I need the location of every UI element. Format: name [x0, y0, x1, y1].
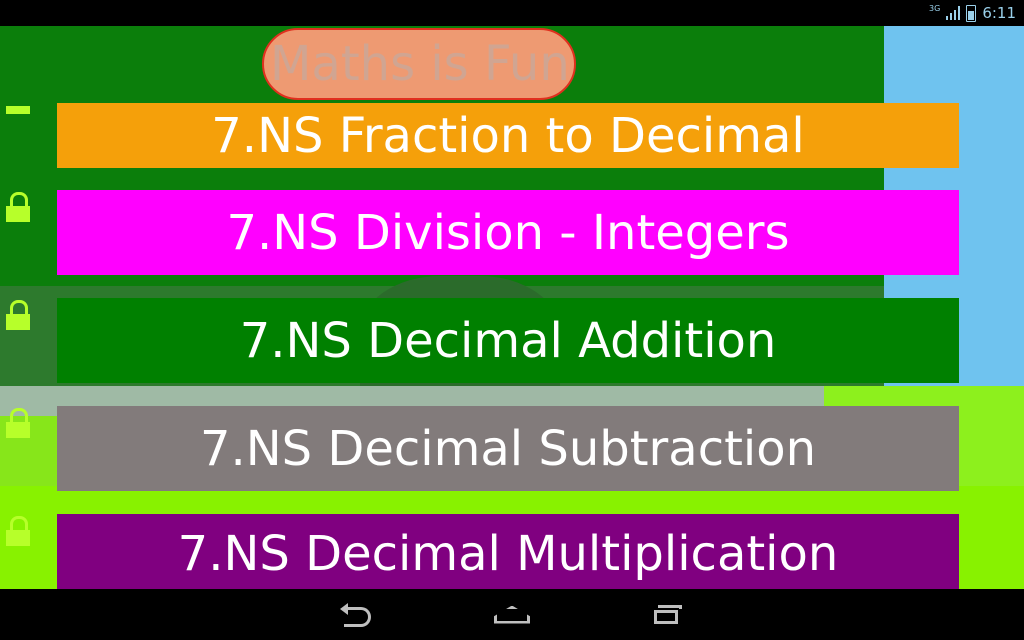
signal-icon: [946, 6, 961, 20]
title-pill: [262, 28, 576, 100]
app-title: Maths is Fun: [270, 36, 570, 92]
recent-apps-icon[interactable]: [644, 600, 688, 630]
lesson-button-fraction-to-decimal[interactable]: 7.NS Fraction to Decimal: [57, 103, 959, 168]
lesson-button-decimal-multiplication[interactable]: 7.NS Decimal Multiplication: [57, 514, 959, 589]
unlock-icon: [6, 300, 32, 334]
status-bar: 3G 6:11: [0, 0, 1024, 26]
lesson-button-division-integers[interactable]: 7.NS Division - Integers: [57, 190, 959, 275]
battery-icon: [966, 4, 977, 22]
navigation-bar: [0, 589, 1024, 640]
back-icon[interactable]: [336, 600, 380, 630]
network-type: 3G: [929, 3, 941, 13]
app-screen: Maths is Fun 7.NS Fraction to Decimal 7.…: [0, 26, 1024, 589]
status-indicators: 3G 6:11: [929, 3, 1016, 23]
unlock-icon: [6, 516, 32, 550]
clock: 6:11: [982, 4, 1016, 22]
lesson-button-decimal-subtraction[interactable]: 7.NS Decimal Subtraction: [57, 406, 959, 491]
lesson-button-decimal-addition[interactable]: 7.NS Decimal Addition: [57, 298, 959, 383]
lock-icon: [6, 106, 32, 116]
unlock-icon: [6, 408, 32, 442]
unlock-icon: [6, 192, 32, 226]
home-icon[interactable]: [490, 600, 534, 630]
